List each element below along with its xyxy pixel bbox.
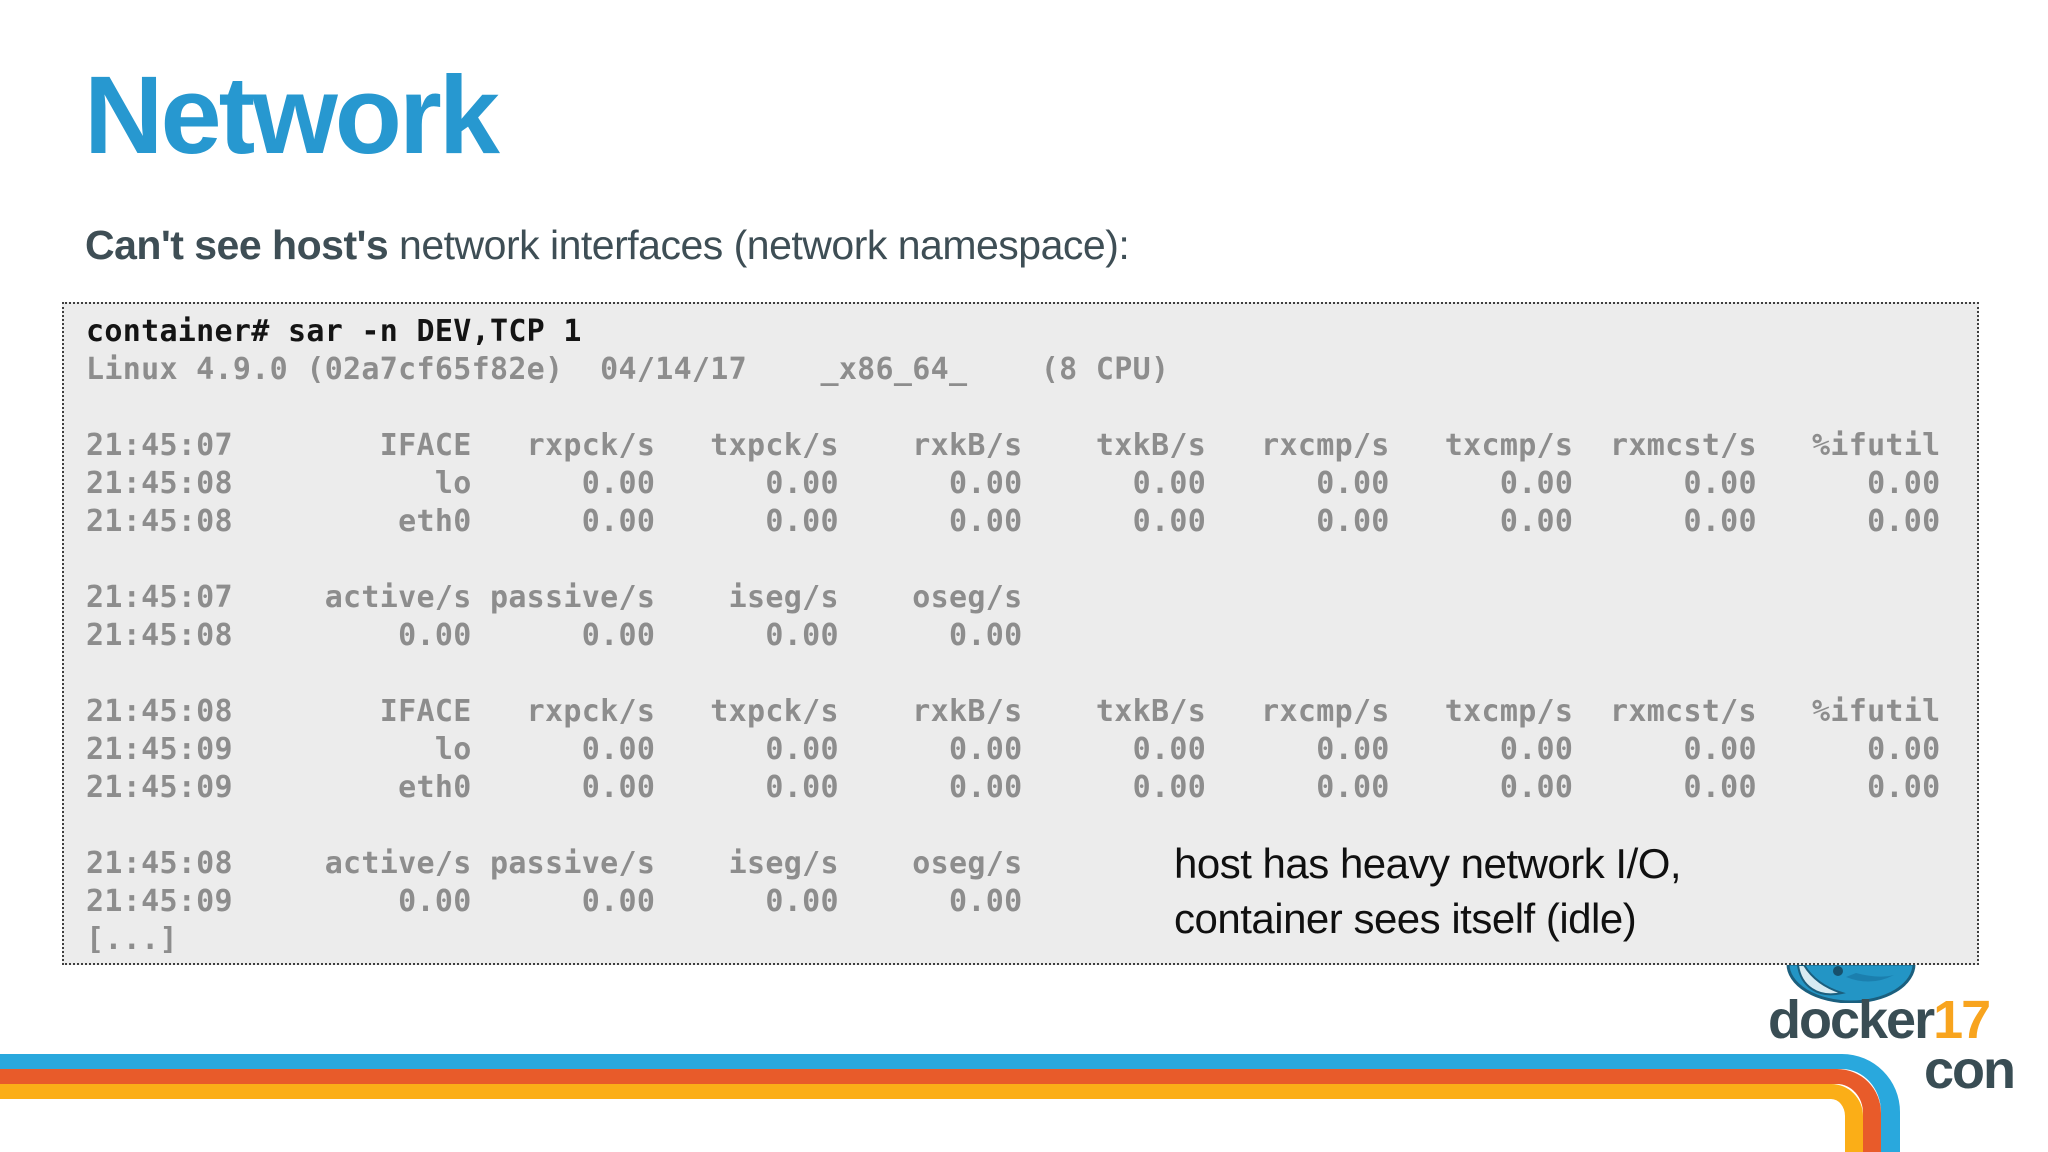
- annotation-line2: container sees itself (idle): [1174, 895, 1637, 942]
- subtitle-emphasis: Can't see host's: [85, 222, 389, 268]
- logo-line1: docker17: [1768, 993, 2020, 1047]
- annotation-note: host has heavy network I/O, container see…: [1174, 836, 1682, 946]
- logo-line2: con: [1923, 1040, 2016, 1100]
- terminal-command: container# sar -n DEV,TCP 1: [86, 314, 582, 349]
- docker-whale-icon: [1786, 962, 1916, 1004]
- page-title: Network: [84, 54, 500, 177]
- dockercon-logo: docker17 con: [1768, 993, 2020, 1100]
- logo-year: 17: [1933, 990, 1991, 1050]
- frame-stripe-amber: [0, 1084, 1863, 1152]
- terminal-output: Linux 4.9.0 (02a7cf65f82e) 04/14/17 _x86…: [86, 352, 1941, 957]
- annotation-line1: host has heavy network I/O,: [1174, 840, 1682, 887]
- logo-brand: docker: [1768, 990, 1935, 1050]
- subtitle-rest: network interfaces (network namespace):: [388, 222, 1130, 268]
- subtitle: Can't see host's network interfaces (net…: [85, 222, 1130, 269]
- terminal-output-box: container# sar -n DEV,TCP 1 Linux 4.9.0 …: [62, 302, 1979, 965]
